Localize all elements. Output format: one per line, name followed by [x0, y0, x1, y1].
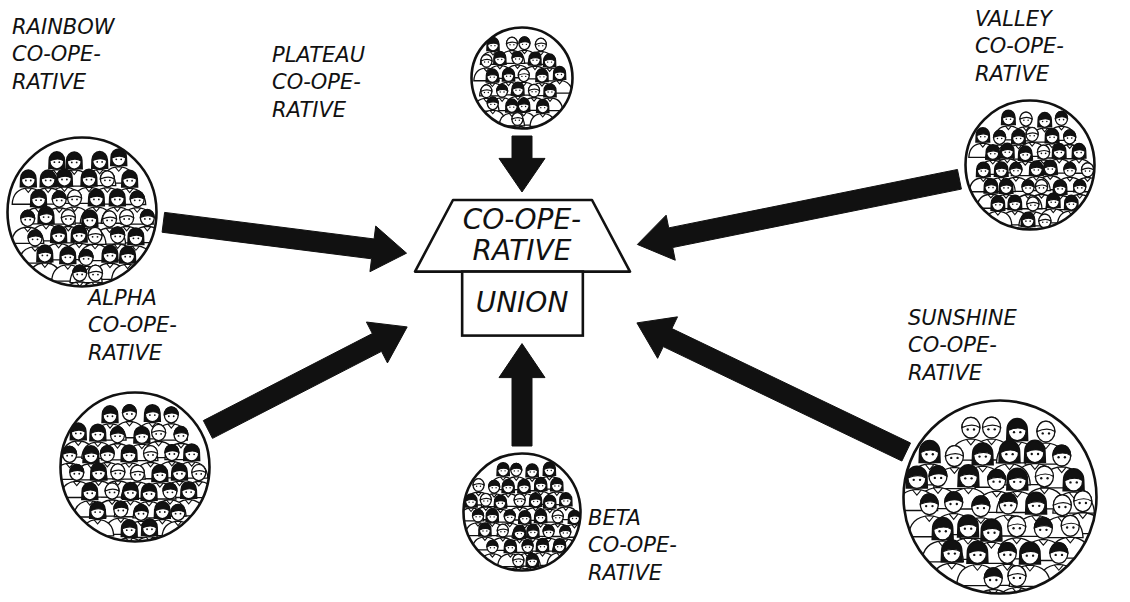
crowd	[969, 109, 1102, 242]
crowd	[12, 148, 164, 298]
people-illustration	[6, 136, 158, 288]
cooperative-circle: VALLEY CO-OPE- RATIVE	[964, 99, 1096, 231]
flow-arrow	[637, 169, 961, 260]
circle-ground	[61, 393, 210, 542]
cooperative-circle: BETA CO-OPE- RATIVE	[462, 452, 582, 572]
person-figure	[162, 504, 194, 537]
people-illustration	[964, 99, 1096, 231]
people-illustration	[470, 26, 574, 130]
label-holder: PLATEAU CO-OPE- RATIVE	[272, 42, 370, 124]
circle-outline	[8, 138, 157, 287]
roof-shape	[415, 200, 630, 272]
cooperative-circle: RAINBOW CO-OPE- RATIVE	[6, 136, 158, 288]
person-figure	[499, 98, 524, 126]
flow-arrow	[162, 212, 406, 271]
label-holder: BETA CO-OPE- RATIVE	[588, 505, 681, 587]
crowd	[896, 417, 1103, 602]
person-figure	[498, 539, 523, 567]
crowd	[54, 404, 215, 554]
person-figure	[54, 446, 86, 479]
person-figure	[530, 99, 555, 127]
circle-outline	[61, 393, 210, 542]
flow-arrow	[637, 317, 911, 461]
circle-ground	[472, 28, 573, 129]
person-figure	[547, 538, 572, 566]
person-figure	[1022, 160, 1050, 190]
person-figure	[472, 522, 497, 550]
cooperative-circle: SUNSHINE CO-OPE- RATIVE	[902, 399, 1098, 595]
cooperative-label: PLATEAU CO-OPE- RATIVE	[272, 42, 370, 124]
union-label: UNION	[476, 288, 569, 319]
person-figure	[480, 37, 505, 65]
people-illustration	[59, 391, 211, 543]
circle-outline	[464, 454, 581, 571]
label-holder: SUNSHINE CO-OPE- RATIVE	[908, 305, 1021, 387]
person-figure	[536, 525, 561, 551]
person-figure	[480, 508, 505, 536]
crowd	[474, 37, 573, 139]
person-figure	[112, 246, 144, 281]
label-holder: ALPHA CO-OPE- RATIVE	[88, 285, 181, 367]
cooperative-label: RAINBOW CO-OPE- RATIVE	[12, 14, 119, 96]
house-body	[462, 272, 583, 336]
flow-arrow	[203, 322, 407, 438]
people-illustration	[902, 399, 1098, 595]
person-figure	[969, 161, 997, 191]
person-figure	[1014, 211, 1042, 241]
person-figure	[996, 566, 1037, 602]
circle-outline	[472, 28, 573, 129]
label-holder: RAINBOW CO-OPE- RATIVE	[12, 14, 119, 96]
circle-ground	[966, 101, 1095, 230]
person-figure	[474, 85, 499, 111]
circle-outline	[966, 101, 1095, 230]
circle-ground	[904, 401, 1097, 594]
label-holder: UNION	[476, 288, 569, 319]
person-figure	[1074, 163, 1102, 192]
cooperative-label: BETA CO-OPE- RATIVE	[588, 505, 681, 587]
person-figure	[113, 519, 145, 554]
cooperative-label: VALLEY CO-OPE- RATIVE	[975, 6, 1068, 88]
person-figure	[922, 517, 963, 562]
cooperative-circle: ALPHA CO-OPE- RATIVE	[59, 391, 211, 543]
cooperative-label: ALPHA CO-OPE- RATIVE	[88, 285, 181, 367]
label-holder: VALLEY CO-OPE- RATIVE	[975, 6, 1068, 88]
cooperative-circle: PLATEAU CO-OPE- RATIVE	[470, 26, 574, 130]
person-figure	[70, 249, 102, 282]
circle-ground	[8, 138, 157, 287]
person-figure	[973, 568, 1014, 602]
flow-arrow	[499, 136, 545, 192]
circle-outline	[904, 401, 1097, 594]
people-illustration	[462, 452, 582, 572]
cooperative-label: SUNSHINE CO-OPE- RATIVE	[908, 305, 1021, 387]
person-figure	[458, 493, 483, 521]
crowd	[458, 462, 587, 581]
union-house: CO-OPE- RATIVE UNION	[413, 198, 632, 338]
flow-arrow	[499, 344, 545, 446]
circle-ground	[464, 454, 581, 571]
person-figure	[506, 554, 531, 580]
person-figure	[1053, 468, 1094, 513]
roof-label: CO-OPE- RATIVE	[461, 205, 584, 267]
person-figure	[986, 130, 1014, 159]
label-holder: CO-OPE- RATIVE	[461, 205, 584, 267]
person-figure	[43, 225, 75, 260]
